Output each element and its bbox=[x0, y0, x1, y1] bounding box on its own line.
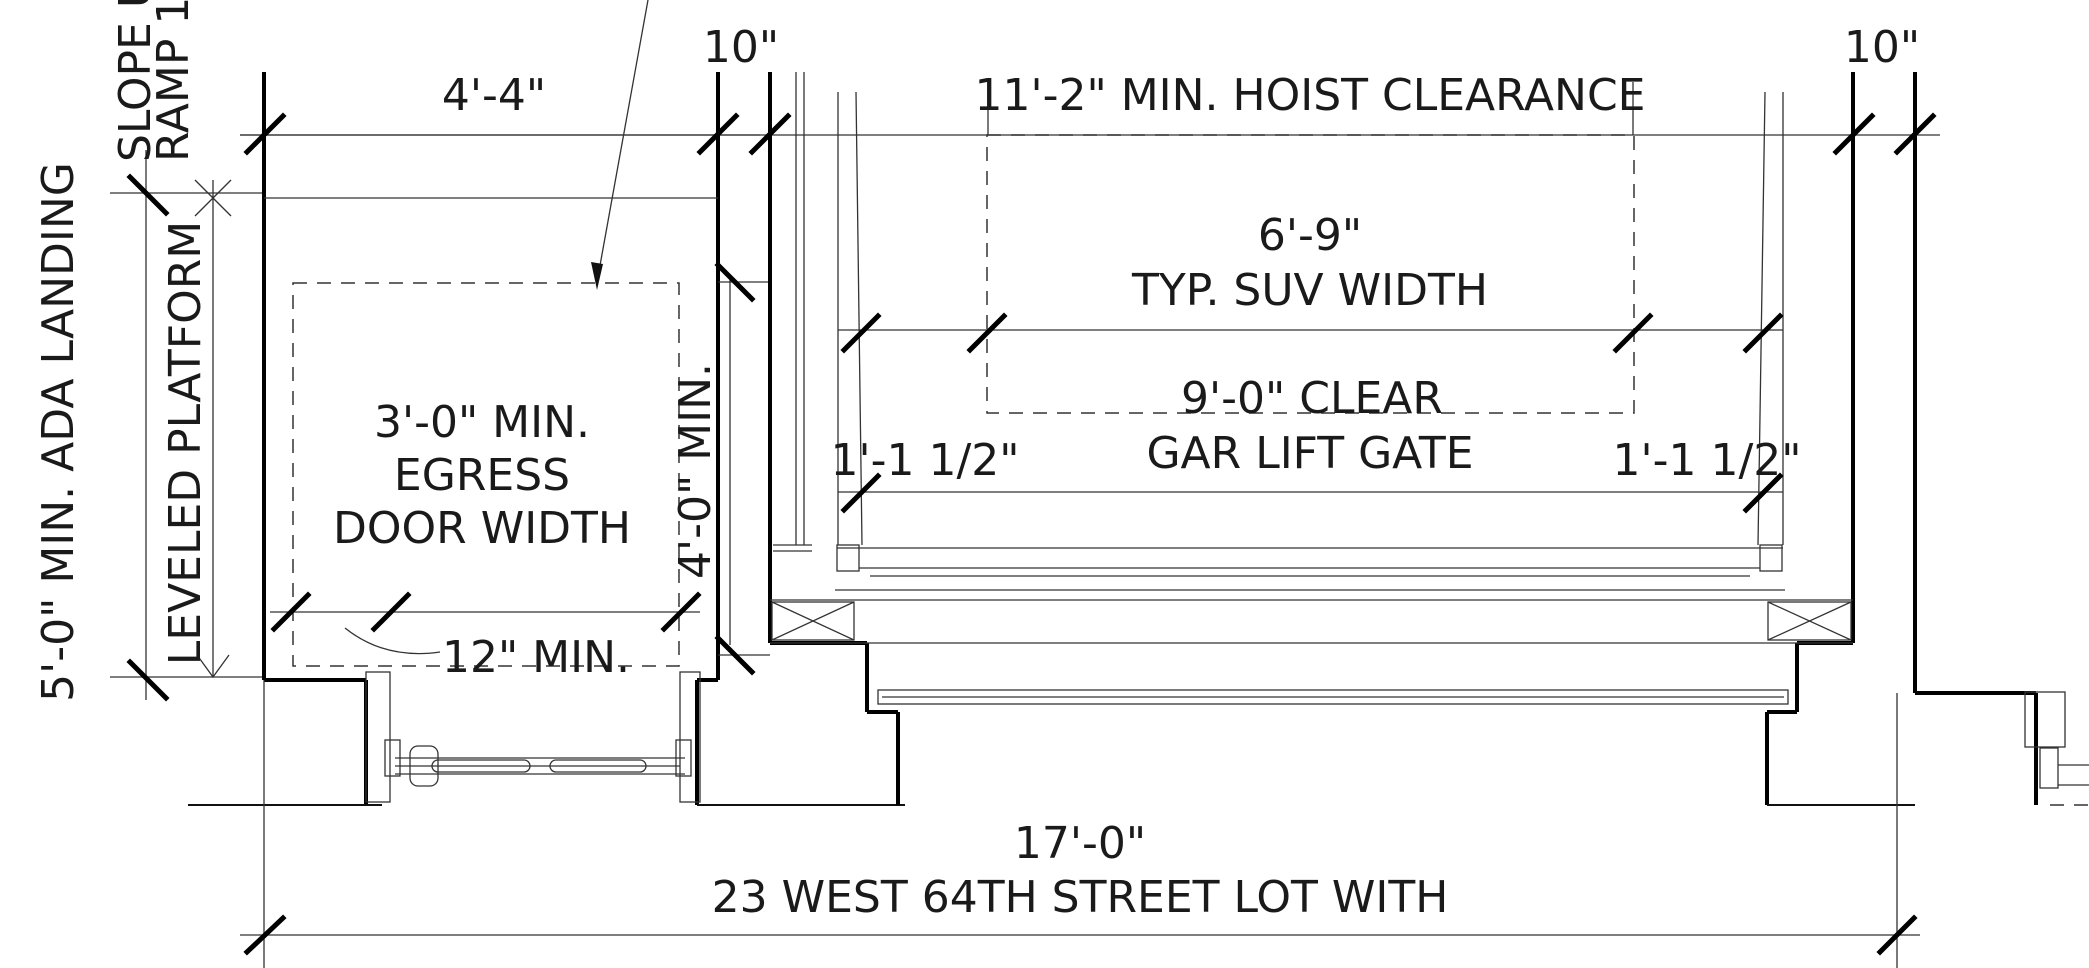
egress-depth-label: 4'-0" MIN. bbox=[670, 363, 721, 579]
leader-arrow bbox=[591, 0, 649, 290]
suv-width-value: 6'-9" bbox=[1258, 210, 1362, 261]
egress-line-3: DOOR WIDTH bbox=[333, 503, 631, 554]
egress-line-1: 3'-0" MIN. bbox=[374, 397, 590, 448]
gate-clear-value: 9'-0" CLEAR bbox=[1181, 373, 1443, 424]
lift-shaft bbox=[768, 72, 1915, 806]
lot-width-value: 17'-0" bbox=[1014, 818, 1146, 869]
gate-clear-label: GAR LIFT GATE bbox=[1146, 428, 1473, 479]
suv-width-label: TYP. SUV WIDTH bbox=[1131, 265, 1488, 316]
top-right-offset-label: 10" bbox=[1844, 22, 1920, 73]
door-sill-detail bbox=[188, 671, 905, 806]
top-left-width-label: 4'-4" bbox=[442, 70, 546, 121]
top-mid-offset-label: 10" bbox=[703, 22, 779, 73]
hoist-clearance-label: 11'-2" MIN. HOIST CLEARANCE bbox=[975, 70, 1646, 121]
left-gap-label: 1'-1 1/2" bbox=[831, 435, 1020, 486]
interior-ticks bbox=[270, 261, 1784, 676]
top-dimension-line bbox=[240, 82, 1940, 156]
slope-label: SLOPE U bbox=[110, 0, 161, 162]
lot-width-label: 23 WEST 64TH STREET LOT WITH bbox=[712, 872, 1449, 923]
right-gap-label: 1'-1 1/2" bbox=[1613, 435, 1802, 486]
left-dimension-lines bbox=[110, 150, 265, 702]
bottom-dimension-line bbox=[240, 680, 1920, 968]
ada-landing-label: 5'-0" MIN. ADA LANDING bbox=[33, 162, 84, 702]
right-wall bbox=[1913, 72, 2089, 806]
leveled-platform-label: LEVELED PLATFORM bbox=[160, 221, 211, 666]
door-clearance-label: 12" MIN. bbox=[442, 632, 630, 683]
ramp-label: RAMP 1 bbox=[148, 0, 199, 162]
egress-line-2: EGRESS bbox=[394, 450, 570, 501]
